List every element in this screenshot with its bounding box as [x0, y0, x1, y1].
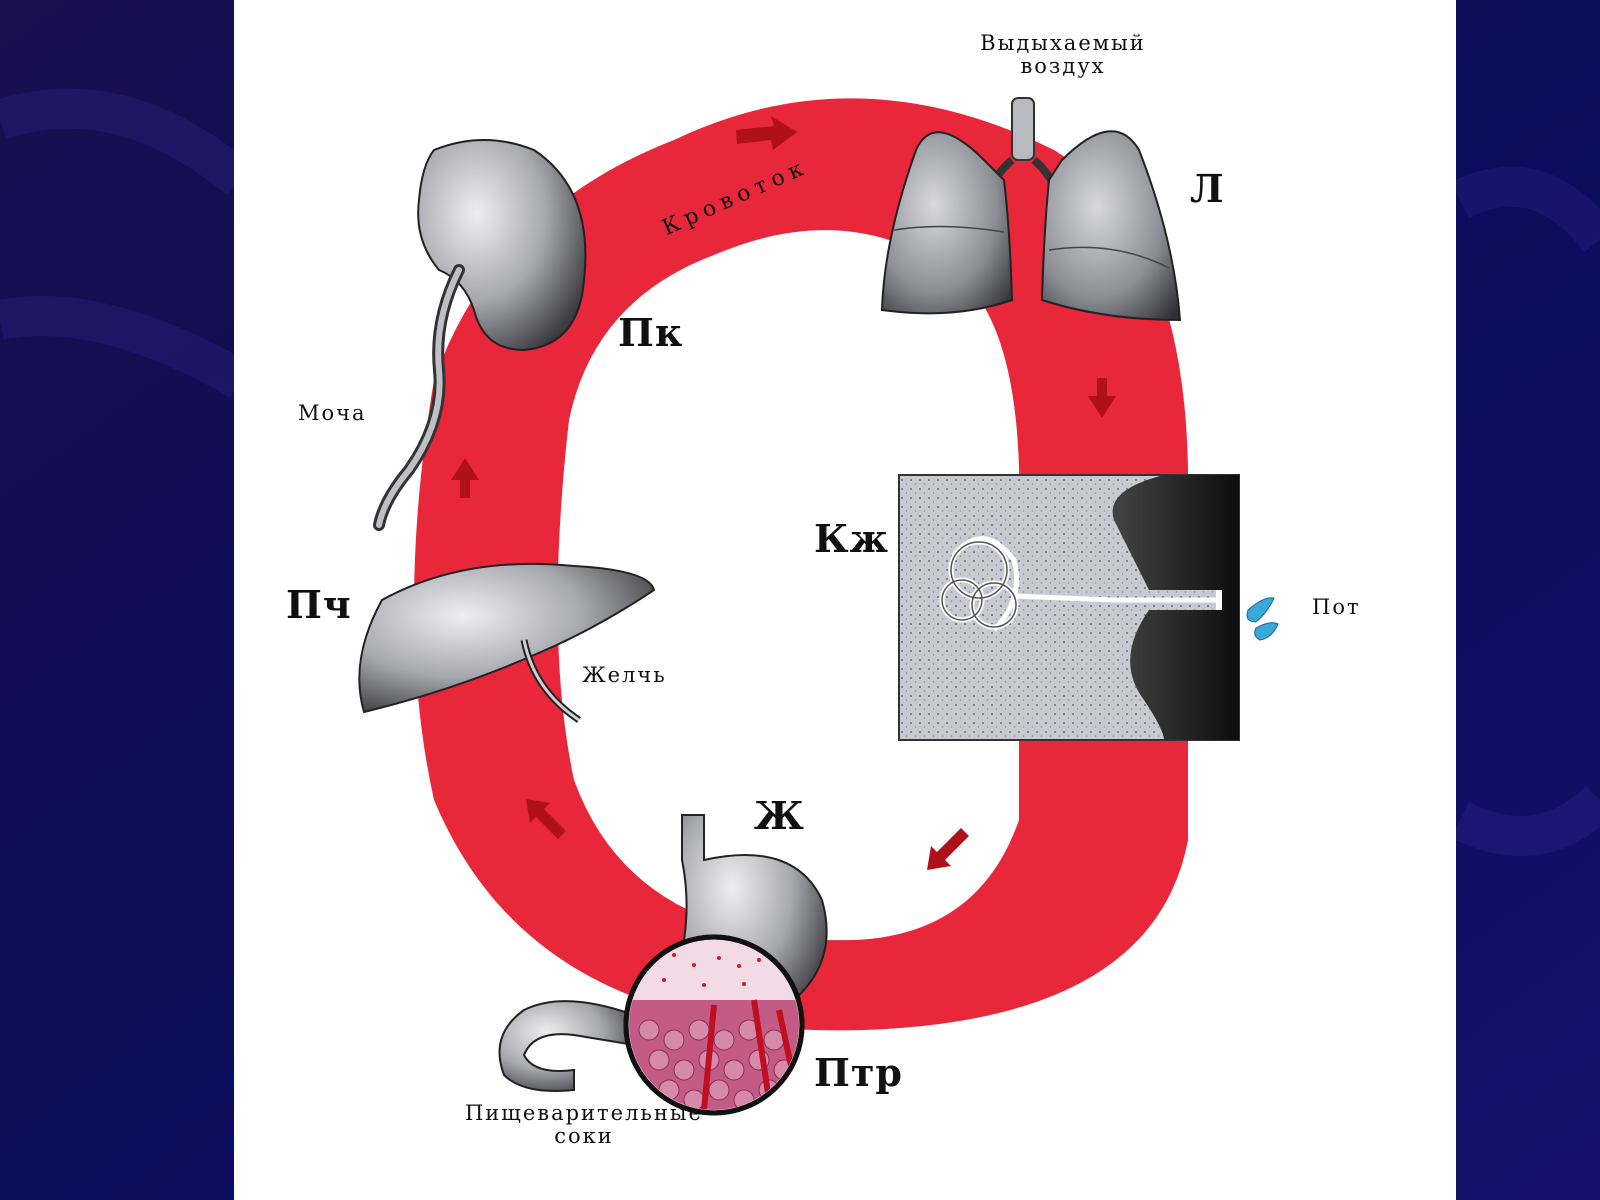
lungs-icon — [880, 97, 1182, 322]
flow-arrow-icon — [927, 828, 969, 870]
flow-arrow-icon — [451, 458, 479, 498]
flow-arrow-icon — [736, 116, 797, 150]
excretion-diagram — [358, 97, 1279, 1116]
flow-arrow-icon — [526, 799, 566, 839]
flow-arrow-icon — [1088, 378, 1116, 418]
sweat-label: Пот — [1312, 595, 1361, 619]
intestine-label: Птр — [814, 1050, 904, 1095]
blood-flow-ring — [414, 98, 1188, 1031]
lungs-label: Л — [1190, 166, 1225, 211]
sweat-drop-icon — [1246, 597, 1279, 641]
skin-label: Кж — [814, 516, 889, 561]
liver-label: Пч — [286, 582, 352, 627]
digestive-juices-line2: соки — [554, 1124, 614, 1149]
exhaled-air-line2: воздух — [1020, 54, 1106, 79]
skin-section-icon — [898, 474, 1240, 741]
stomach-label: Ж — [754, 793, 805, 838]
urine-label: Моча — [298, 401, 367, 425]
exhaled-air-label: Выдыхаемый воздух — [948, 31, 1178, 79]
exhaled-air-line1: Выдыхаемый — [980, 31, 1146, 55]
slide: Выдыхаемый воздух Л Кровоток Пк Моча Кж … — [234, 0, 1456, 1200]
bile-label: Желчь — [582, 663, 667, 687]
stomach-icon — [498, 814, 828, 1116]
digestive-juices-line1: Пищеварительные — [464, 1101, 703, 1125]
kidney-icon — [373, 139, 587, 531]
liver-icon — [358, 562, 656, 723]
digestive-juices-label: Пищеварительные соки — [414, 1101, 754, 1149]
kidney-label: Пк — [618, 310, 684, 355]
